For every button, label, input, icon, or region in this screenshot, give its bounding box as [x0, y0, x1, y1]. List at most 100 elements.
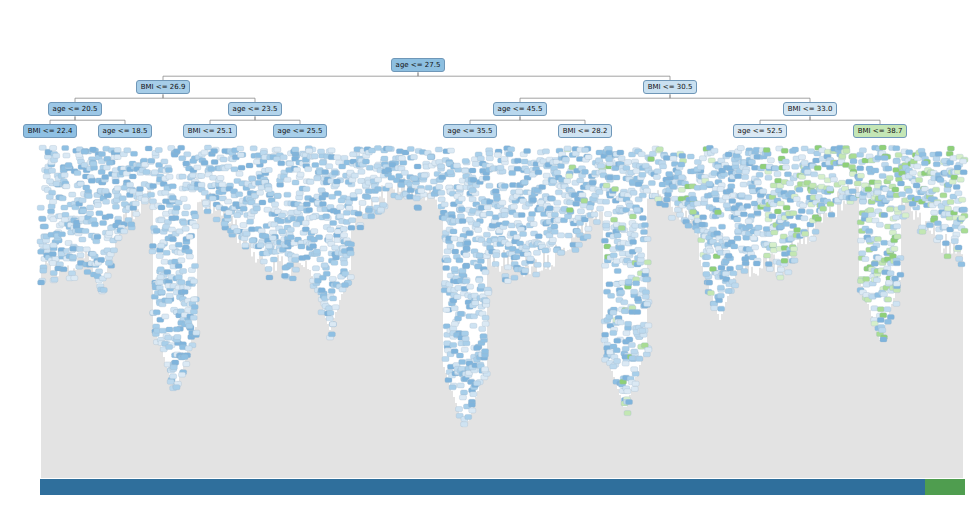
branch-line	[918, 217, 919, 478]
leaf-box	[170, 365, 177, 370]
branch-line	[526, 255, 527, 478]
leaf-box	[69, 255, 76, 260]
leaf-box	[377, 207, 384, 212]
leaf-box	[355, 189, 362, 194]
leaf-box	[461, 331, 468, 336]
leaf-box	[375, 177, 382, 182]
branch-line	[98, 284, 99, 478]
branch-line	[128, 223, 129, 478]
branch-line	[248, 246, 249, 478]
branch-line	[584, 233, 585, 478]
branch-line	[760, 268, 761, 478]
leaf-box	[98, 151, 105, 156]
branch-line	[422, 198, 423, 478]
branch-lines	[42, 176, 962, 478]
leaf-box	[204, 209, 211, 214]
leaf-box	[313, 249, 320, 254]
branch-line	[606, 353, 607, 478]
leaf-box	[343, 210, 350, 215]
leaf-box	[466, 217, 473, 222]
branch-line	[100, 290, 101, 478]
leaf-box	[39, 216, 46, 221]
leaf-box	[246, 163, 253, 168]
leaf-box	[162, 190, 169, 195]
leaf-box	[82, 148, 89, 153]
leaf-box	[183, 362, 190, 367]
branch-line	[602, 212, 603, 478]
branch-line	[604, 347, 605, 478]
leaf-box	[98, 257, 105, 262]
leaf-box	[82, 229, 89, 234]
branch-line	[736, 274, 737, 478]
branch-line	[580, 235, 581, 478]
branch-line	[136, 195, 137, 478]
branch-line	[762, 268, 763, 478]
leaf-box	[124, 148, 131, 153]
branch-line	[534, 258, 535, 478]
branch-line	[896, 292, 897, 478]
branch-line	[700, 260, 701, 478]
branch-line	[786, 259, 787, 478]
leaf-box	[136, 191, 143, 196]
leaf-box	[93, 239, 100, 244]
branch-line	[376, 213, 377, 478]
branch-line	[96, 278, 97, 478]
branch-line	[692, 211, 693, 478]
branch-line	[524, 277, 525, 478]
branch-line	[260, 256, 261, 478]
leaf-box	[79, 198, 86, 203]
branch-line	[342, 294, 343, 478]
branch-line	[290, 276, 291, 478]
branch-line	[644, 353, 645, 478]
leaf-box	[231, 167, 238, 172]
leaf-box	[238, 165, 245, 170]
leaf-box	[380, 202, 387, 207]
branch-line	[586, 223, 587, 478]
branch-line	[724, 308, 725, 478]
leaf-box	[157, 267, 164, 272]
branch-line	[432, 197, 433, 478]
leaf-box	[289, 276, 296, 281]
branch-line	[436, 200, 437, 478]
leaf-box	[74, 171, 81, 176]
leaf-box	[158, 290, 165, 295]
branch-line	[706, 278, 707, 478]
leaf-box	[284, 192, 291, 197]
leaf-box	[265, 187, 272, 192]
branch-line	[236, 219, 237, 478]
leaf-box	[456, 185, 463, 190]
leaf-box	[317, 257, 324, 262]
branch-line	[322, 306, 323, 478]
leaf-box	[186, 234, 193, 239]
branch-line	[776, 272, 777, 478]
branch-line	[768, 265, 769, 478]
leaf-box	[191, 304, 198, 309]
branch-line	[790, 262, 791, 478]
branch-line	[672, 207, 673, 478]
leaf-box	[49, 168, 56, 173]
leaf-box	[83, 185, 90, 190]
branch-line	[292, 268, 293, 478]
branch-line	[54, 272, 55, 478]
leaf-box	[454, 294, 461, 299]
leaf-box	[415, 206, 422, 211]
leaf-box	[441, 202, 448, 207]
leaf-box	[98, 170, 105, 175]
leaf-box	[209, 196, 216, 201]
branch-line	[618, 389, 619, 478]
branch-line	[486, 367, 487, 478]
branch-line	[254, 252, 255, 478]
branch-line	[462, 421, 463, 478]
branch-line	[846, 204, 847, 478]
branch-line	[494, 251, 495, 478]
leaf-box	[318, 149, 325, 154]
leaf-box	[438, 197, 445, 202]
leaf-box	[463, 279, 470, 284]
leaf-box	[114, 186, 121, 191]
leaf-box	[277, 219, 284, 224]
branch-line	[634, 383, 635, 478]
leaf-box	[444, 258, 451, 263]
branch-line	[764, 256, 765, 478]
branch-line	[352, 231, 353, 478]
branch-line	[318, 294, 319, 478]
